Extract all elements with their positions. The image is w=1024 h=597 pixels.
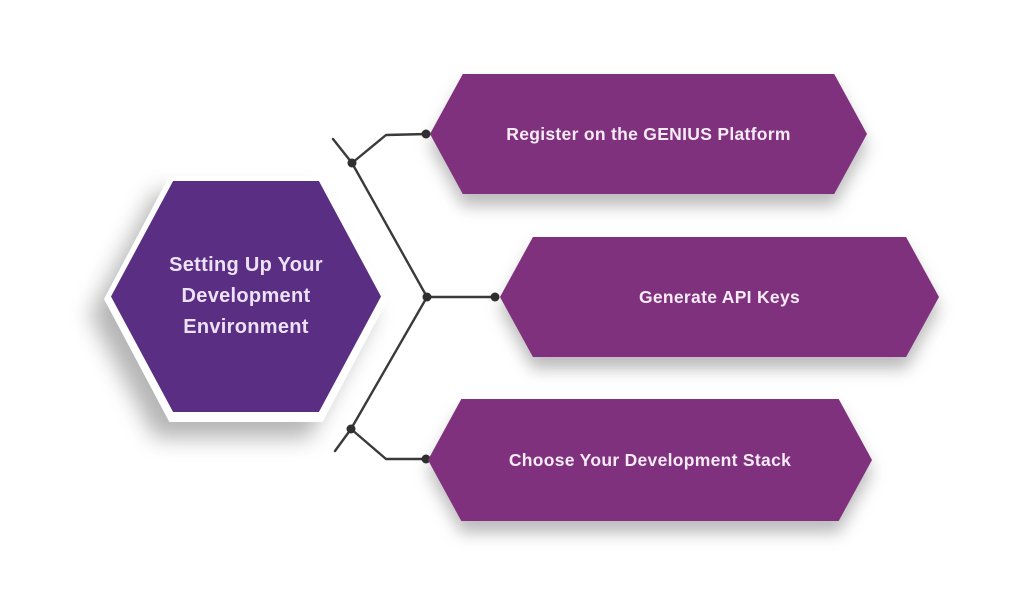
step-label-register: Register on the GENIUS Platform: [506, 123, 791, 144]
step-label-api-keys: Generate API Keys: [638, 286, 801, 307]
step-hexagon-shape: Choose Your Development Stack: [428, 399, 872, 521]
center-hexagon-border: Setting Up Your Development Environment: [104, 176, 388, 422]
center-label: Setting Up Your Development Environment: [169, 254, 323, 338]
step-label-dev-stack: Choose Your Development Stack: [508, 449, 792, 470]
node-dot: [421, 129, 431, 139]
step-hexagon-api-keys: Generate API Keys: [500, 237, 939, 357]
step-hexagon-dev-stack: Choose Your Development Stack: [428, 399, 872, 521]
node-dot: [421, 454, 431, 464]
connector-branch-top: [350, 132, 429, 165]
node-dot: [347, 158, 357, 168]
step-hexagon-shape: Generate API Keys: [500, 237, 939, 357]
center-hexagon: Setting Up Your Development Environment: [104, 176, 388, 422]
node-dot: [490, 292, 500, 302]
node-dot: [422, 292, 432, 302]
node-dot: [346, 424, 356, 434]
connector-branch-bottom: [349, 427, 429, 461]
center-hexagon-fill: Setting Up Your Development Environment: [111, 181, 381, 412]
step-hexagon-register: Register on the GENIUS Platform: [430, 74, 867, 194]
step-hexagon-shape: Register on the GENIUS Platform: [430, 74, 867, 194]
